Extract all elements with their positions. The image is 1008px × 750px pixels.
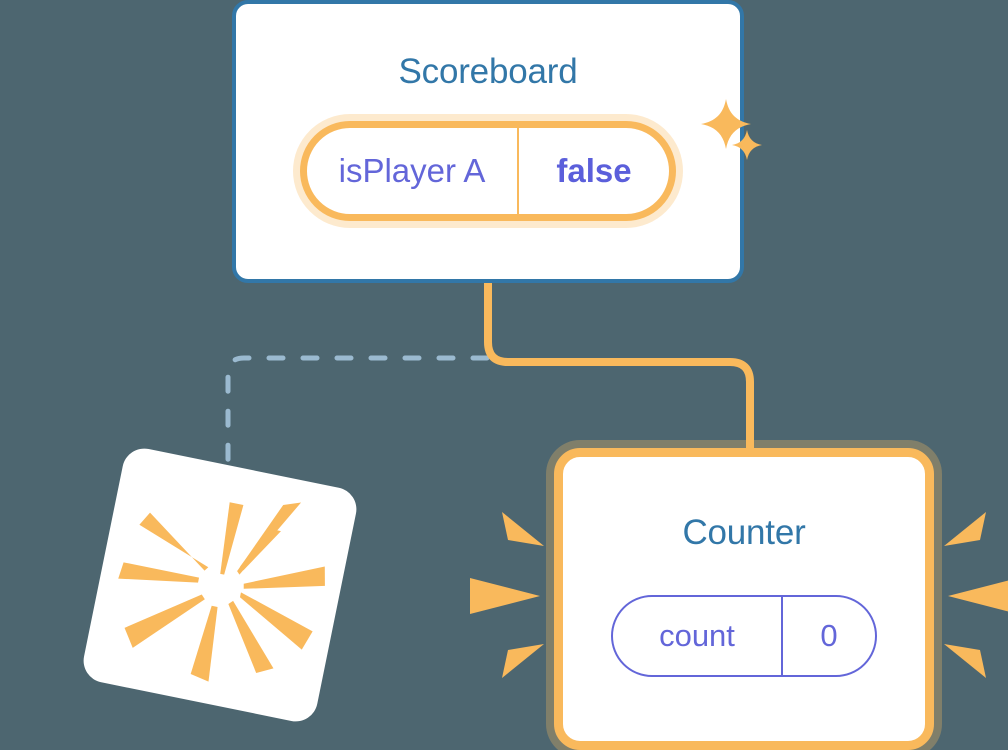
counter-state-pill[interactable]: count 0	[611, 595, 877, 677]
burst-rays-blank-card	[118, 502, 325, 682]
burst-rays-counter-left	[470, 512, 544, 678]
scoreboard-state-key: isPlayer A	[307, 128, 519, 214]
scoreboard-title: Scoreboard	[398, 52, 578, 91]
scoreboard-state-value: false	[556, 152, 632, 189]
burst-rays-counter-right	[944, 512, 1008, 678]
sparkle-small-icon	[730, 128, 764, 162]
connector-dashed-scoreboard-to-blank-card	[225, 355, 490, 481]
node-card-blank[interactable]	[79, 444, 361, 726]
connector-solid-scoreboard-to-counter	[484, 283, 754, 462]
counter-title: Counter	[682, 513, 806, 552]
scoreboard-state-pill-wrapper: isPlayer A false	[300, 121, 676, 221]
scoreboard-state-pill[interactable]: isPlayer A false	[300, 121, 676, 221]
sparkle-large-icon	[699, 97, 753, 151]
counter-state-value: 0	[820, 618, 838, 653]
node-card-counter[interactable]: Counter count 0	[554, 448, 934, 750]
node-card-scoreboard[interactable]: Scoreboard isPlayer A false	[232, 0, 762, 283]
counter-state-key: count	[613, 597, 783, 675]
